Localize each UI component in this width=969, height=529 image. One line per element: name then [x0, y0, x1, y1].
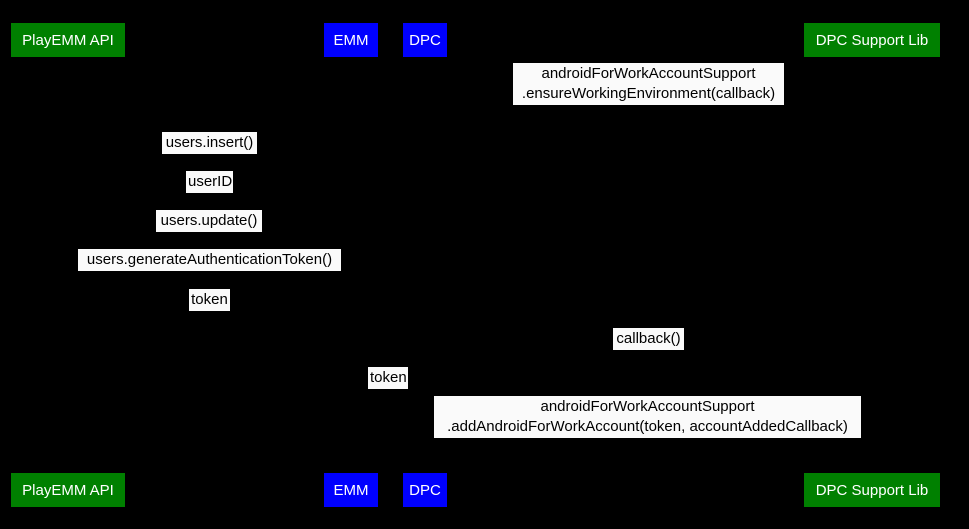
message-line: callback()	[616, 330, 681, 347]
participant-dpc-support-lib[interactable]: DPC Support Lib	[804, 23, 940, 57]
message-add-android-for-work-account: androidForWorkAccountSupport .addAndroidF…	[434, 396, 861, 438]
participant-dpc-bottom[interactable]: DPC	[403, 473, 447, 507]
message-token-to-emm: token	[189, 289, 230, 311]
message-token-to-dpc: token	[368, 367, 408, 389]
message-users-generate-authentication-token: users.generateAuthenticationToken()	[78, 249, 341, 271]
participant-dpc[interactable]: DPC	[403, 23, 447, 57]
message-line: androidForWorkAccountSupport	[541, 65, 756, 82]
message-user-id: userID	[186, 171, 233, 193]
message-callback: callback()	[613, 328, 684, 350]
message-line: token	[370, 369, 407, 386]
participant-label: DPC	[409, 31, 441, 49]
participant-label: PlayEMM API	[22, 481, 114, 499]
participant-playemm-api-bottom[interactable]: PlayEMM API	[11, 473, 125, 507]
message-ensure-working-environment: androidForWorkAccountSupport .ensureWorki…	[513, 63, 784, 105]
participant-label: DPC Support Lib	[815, 31, 929, 49]
message-line: userID	[188, 173, 233, 190]
message-users-insert: users.insert()	[162, 132, 257, 154]
participant-label: DPC Support Lib	[815, 481, 929, 499]
message-line: .addAndroidForWorkAccount(token, account…	[447, 418, 848, 435]
participant-dpc-support-lib-bottom[interactable]: DPC Support Lib	[804, 473, 940, 507]
message-line: users.update()	[160, 212, 258, 229]
participant-label: DPC	[409, 481, 441, 499]
participant-label: PlayEMM API	[22, 31, 114, 49]
message-line: token	[191, 291, 228, 308]
message-line: androidForWorkAccountSupport	[540, 398, 755, 415]
message-users-update: users.update()	[156, 210, 262, 232]
participant-emm-bottom[interactable]: EMM	[324, 473, 378, 507]
participant-emm[interactable]: EMM	[324, 23, 378, 57]
message-line: .ensureWorkingEnvironment(callback)	[521, 85, 776, 102]
participant-label: EMM	[333, 31, 369, 49]
message-line: users.generateAuthenticationToken()	[86, 251, 333, 268]
participant-label: EMM	[333, 481, 369, 499]
participant-playemm-api[interactable]: PlayEMM API	[11, 23, 125, 57]
message-line: users.insert()	[165, 134, 254, 151]
